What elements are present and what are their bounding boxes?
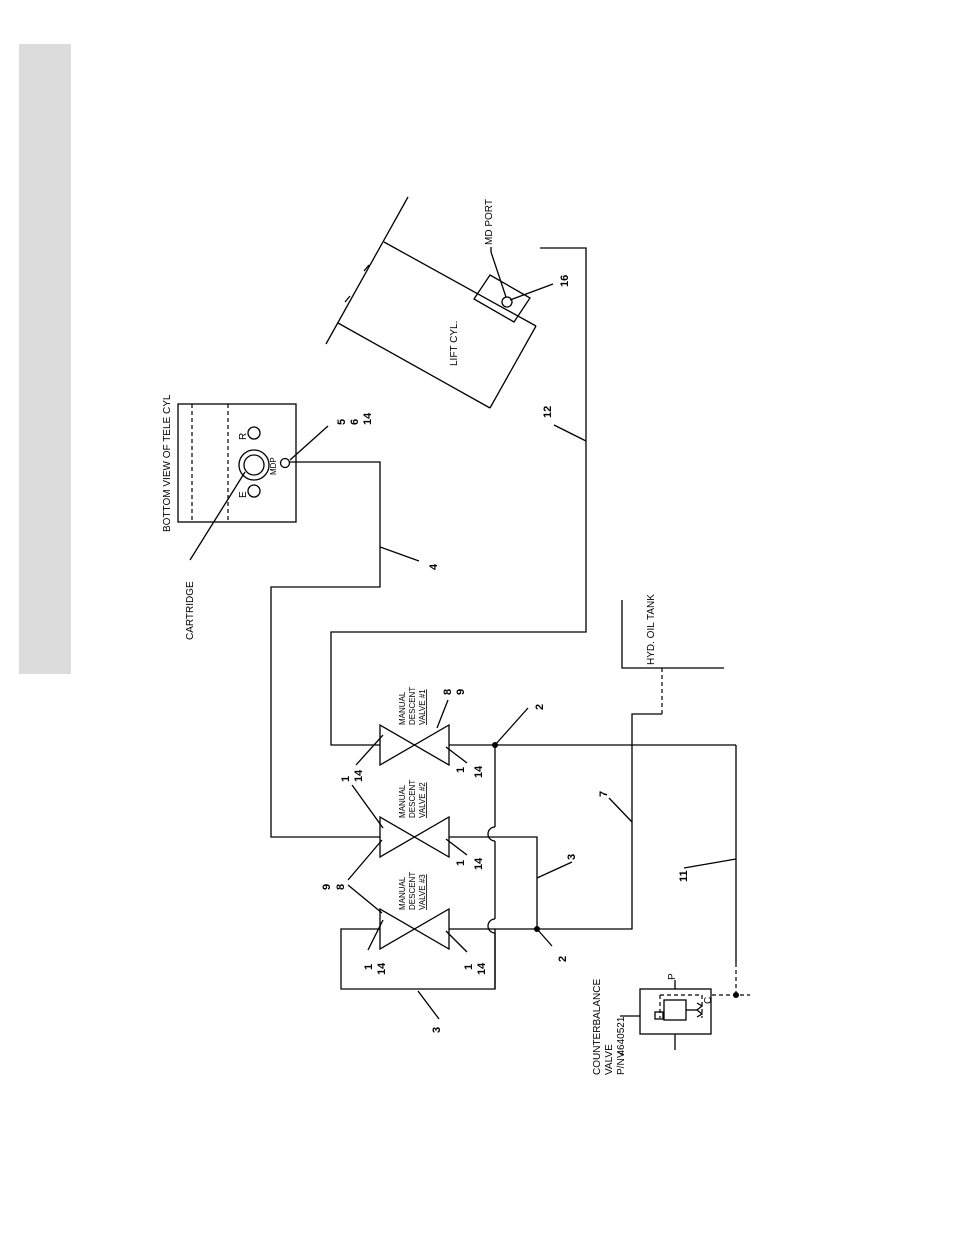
valve-3-line1: MANUAL: [398, 876, 407, 910]
callout-2-bottom: 2: [557, 956, 569, 962]
callout-1-valve3-right: 1: [463, 964, 475, 970]
port-r-label: R: [238, 433, 249, 440]
hydraulic-lines: 12 4 3 11 3 7: [271, 248, 750, 1033]
manual-descent-valve-1[interactable]: MANUAL DESCENT VALVE #1: [380, 687, 449, 765]
callout-3-middle: 3: [566, 854, 578, 860]
callout-3-bottom: 3: [431, 1027, 443, 1033]
callout-9-valve3: 9: [321, 884, 333, 890]
callout-14-valve2-right: 14: [473, 857, 485, 870]
callout-16: 16: [559, 275, 571, 287]
lift-cylinder: LIFT CYL. MD PORT 16: [326, 197, 571, 408]
hyd-tank-label: HYD. OIL TANK: [646, 594, 657, 665]
valve-3-line2: DESCENT: [408, 872, 417, 910]
callout-14-valve1-right: 14: [473, 765, 485, 778]
callout-7: 7: [598, 791, 610, 797]
hydraulic-oil-tank: HYD. OIL TANK: [622, 594, 724, 668]
callout-12: 12: [542, 406, 554, 418]
valve-3-line3: VALVE #3: [418, 874, 427, 910]
port-e-label: E: [238, 491, 249, 498]
callout-1-valve3-left: 1: [363, 964, 375, 970]
callout-14-valve1-left: 14: [353, 769, 365, 782]
callout-5: 5: [336, 419, 348, 425]
mdp-label: MDP: [269, 457, 278, 475]
callout-1-valve2-right: 1: [455, 860, 467, 866]
valve-2-line1: MANUAL: [398, 784, 407, 818]
lift-cyl-label: LIFT CYL.: [449, 321, 460, 366]
valve-1-line1: MANUAL: [398, 691, 407, 725]
callout-6: 6: [349, 419, 361, 425]
callout-8-valve3: 8: [335, 884, 347, 890]
callout-1-valve1-right: 1: [455, 767, 467, 773]
valve-1-line3: VALVE #1: [418, 689, 427, 725]
cbv-port-v: V: [616, 1051, 627, 1058]
callout-14-valve3-right: 14: [476, 962, 488, 975]
cbv-title-1: COUNTERBALANCE: [592, 979, 603, 1075]
manual-descent-valve-3[interactable]: MANUAL DESCENT VALVE #3: [380, 872, 449, 949]
cbv-title-3: P/N 4640521: [616, 1016, 627, 1075]
md-port-label: MD PORT: [484, 199, 495, 245]
callout-14-mdp: 14: [362, 412, 374, 425]
callout-8-valve1: 8: [442, 689, 454, 695]
callout-2-top: 2: [534, 704, 546, 710]
callout-14-valve3-left: 14: [376, 962, 388, 975]
tele-cylinder-bottom-view: BOTTOM VIEW OF TELE CYL E R MDP CARTRIDG…: [162, 394, 296, 640]
cartridge-label: CARTRIDGE: [185, 581, 196, 640]
callout-9-valve1: 9: [455, 689, 467, 695]
manual-descent-valve-2[interactable]: MANUAL DESCENT VALVE #2: [380, 780, 449, 857]
counterbalance-valve: COUNTERBALANCE VALVE P/N 4640521 V P C: [592, 973, 714, 1075]
callout-1-valve1-left: 1: [340, 776, 352, 782]
tele-cyl-title: BOTTOM VIEW OF TELE CYL: [162, 394, 173, 532]
valve-2-line3: VALVE #2: [418, 782, 427, 818]
cbv-title-2: VALVE: [604, 1044, 615, 1075]
cbv-port-p: P: [667, 973, 678, 980]
callout-11: 11: [678, 870, 690, 882]
callout-4: 4: [428, 563, 440, 570]
cbv-port-c: C: [703, 997, 714, 1004]
valve-2-line2: DESCENT: [408, 780, 417, 818]
valve-1-line2: DESCENT: [408, 687, 417, 725]
